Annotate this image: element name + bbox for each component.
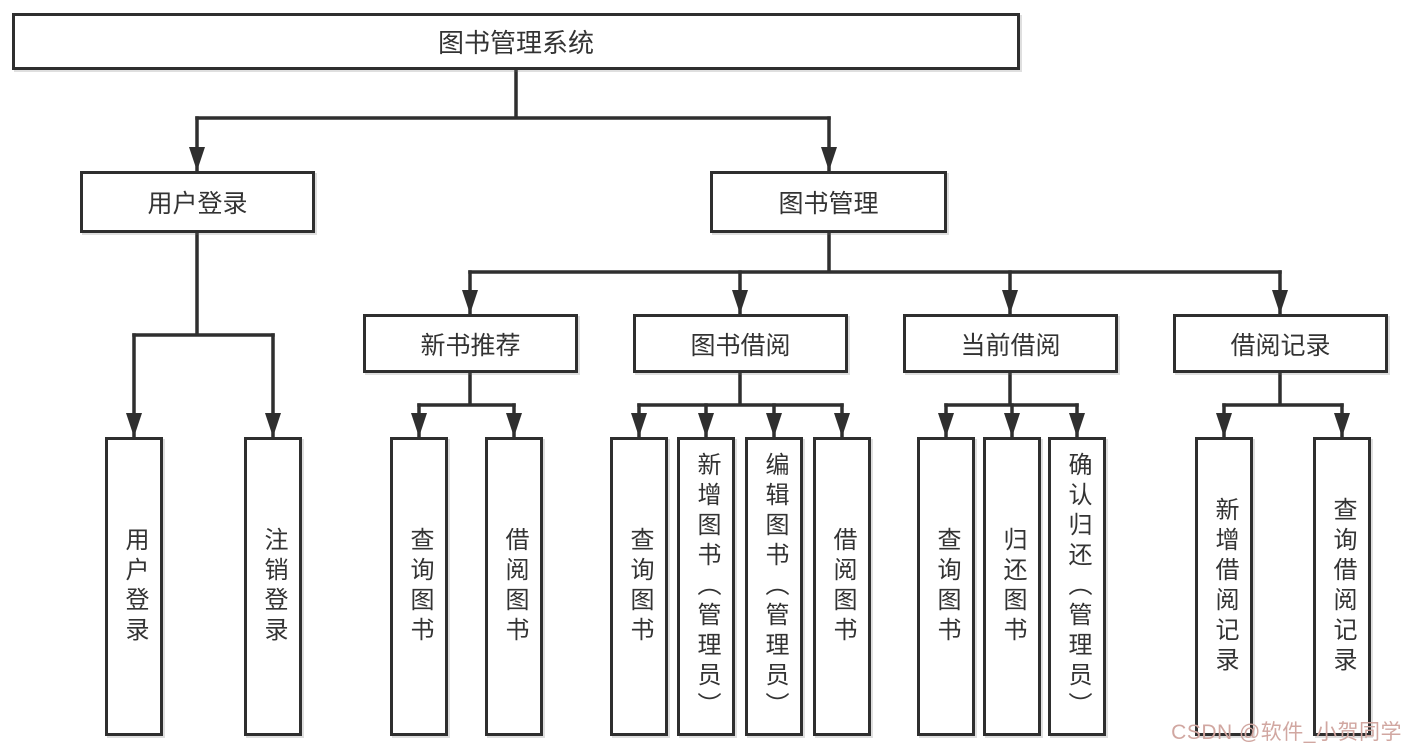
node-book-management: 图书管理: [710, 171, 947, 233]
node-borrow-records-label: 借阅记录: [1230, 331, 1331, 360]
leaf-query-book-2-label: 查询图书: [626, 526, 653, 647]
node-current-borrow: 当前借阅: [903, 314, 1118, 373]
leaf-query-book-2: 查询图书: [610, 437, 668, 736]
leaf-add-borrow-record: 新增借阅记录: [1195, 437, 1253, 736]
leaf-return-book: 归还图书: [983, 437, 1041, 736]
leaf-borrow-book: 借阅图书: [485, 437, 543, 736]
leaf-borrow-book-label: 借阅图书: [501, 526, 528, 647]
node-book-borrow-label: 图书借阅: [690, 331, 791, 360]
connector-segments: [132, 67, 1344, 407]
leaf-add-book-admin: 新增图书（管理员）: [677, 437, 735, 736]
leaf-query-book: 查询图书: [390, 437, 448, 736]
leaf-edit-book-admin: 编辑图书（管理员）: [745, 437, 803, 736]
leaf-query-borrow-record-label: 查询借阅记录: [1329, 496, 1356, 677]
leaf-user-login: 用户登录: [105, 437, 163, 736]
node-user-login: 用户登录: [80, 171, 315, 233]
leaf-query-book-3: 查询图书: [917, 437, 975, 736]
node-new-book-recommend-label: 新书推荐: [420, 331, 521, 360]
leaf-edit-book-admin-label: 编辑图书（管理员）: [761, 451, 788, 722]
leaf-query-borrow-record: 查询借阅记录: [1313, 437, 1371, 736]
leaf-query-book-3-label: 查询图书: [933, 526, 960, 647]
leaf-add-book-admin-label: 新增图书（管理员）: [693, 451, 720, 722]
leaf-query-book-label: 查询图书: [406, 526, 433, 647]
node-book-management-label: 图书管理: [778, 190, 879, 218]
root-node-library-management-system: 图书管理系统: [12, 13, 1020, 70]
leaf-borrow-book-2-label: 借阅图书: [829, 526, 856, 647]
leaf-add-borrow-record-label: 新增借阅记录: [1211, 496, 1238, 677]
leaf-logout-login: 注销登录: [244, 437, 302, 736]
leaf-return-book-label: 归还图书: [999, 526, 1026, 647]
root-node-label: 图书管理系统: [437, 28, 594, 58]
leaf-user-login-label: 用户登录: [121, 526, 148, 647]
leaf-logout-login-label: 注销登录: [260, 526, 287, 647]
leaf-confirm-return-admin-label: 确认归还（管理员）: [1064, 451, 1091, 722]
csdn-watermark: CSDN @软件_小贺同学: [1171, 721, 1402, 744]
node-current-borrow-label: 当前借阅: [960, 331, 1061, 360]
node-book-borrow: 图书借阅: [633, 314, 848, 373]
node-borrow-records: 借阅记录: [1173, 314, 1388, 373]
leaf-confirm-return-admin: 确认归还（管理员）: [1048, 437, 1106, 736]
node-new-book-recommend: 新书推荐: [363, 314, 578, 373]
leaf-borrow-book-2: 借阅图书: [813, 437, 871, 736]
node-user-login-label: 用户登录: [147, 190, 248, 218]
